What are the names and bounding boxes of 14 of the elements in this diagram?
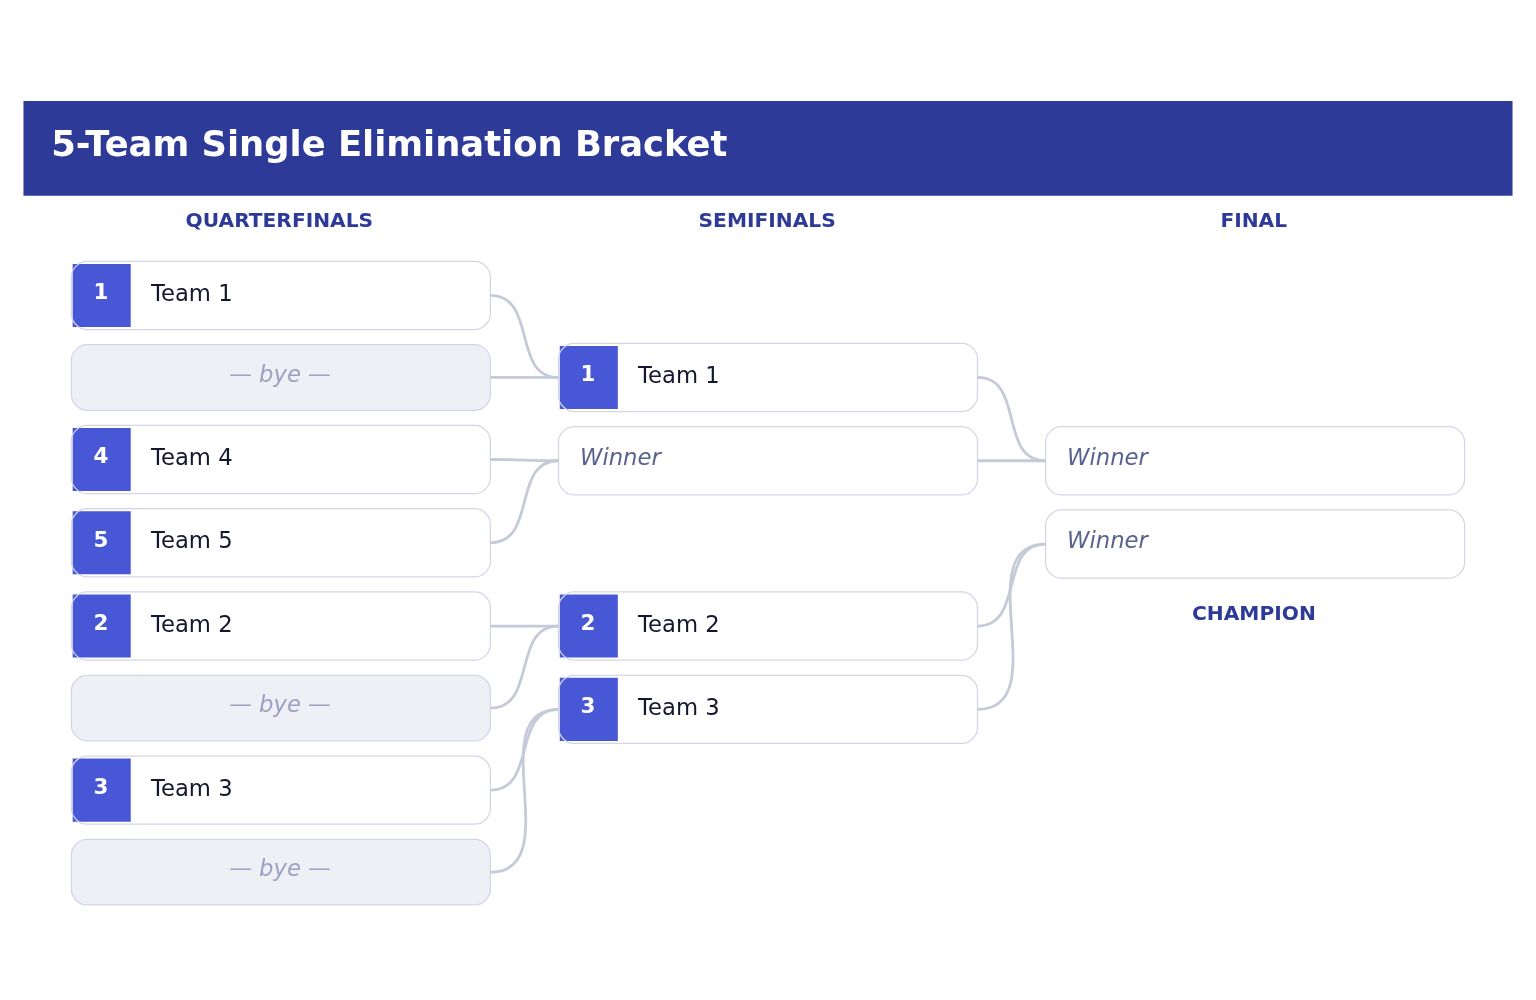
connector <box>490 458 559 544</box>
diagram-title: 5-Team Single Elimination Bracket <box>51 122 728 164</box>
connector <box>490 624 559 709</box>
label: SEMIFINALS <box>698 207 836 232</box>
connector <box>490 375 559 379</box>
connector <box>490 707 559 873</box>
connector <box>977 458 1046 462</box>
connector <box>490 293 559 379</box>
connector <box>977 542 1046 711</box>
connector <box>490 457 559 462</box>
label: CHAMPION <box>1192 600 1316 624</box>
connector <box>977 375 1046 462</box>
label: QUARTERFINALS <box>185 207 374 232</box>
label: FINAL <box>1220 207 1288 232</box>
